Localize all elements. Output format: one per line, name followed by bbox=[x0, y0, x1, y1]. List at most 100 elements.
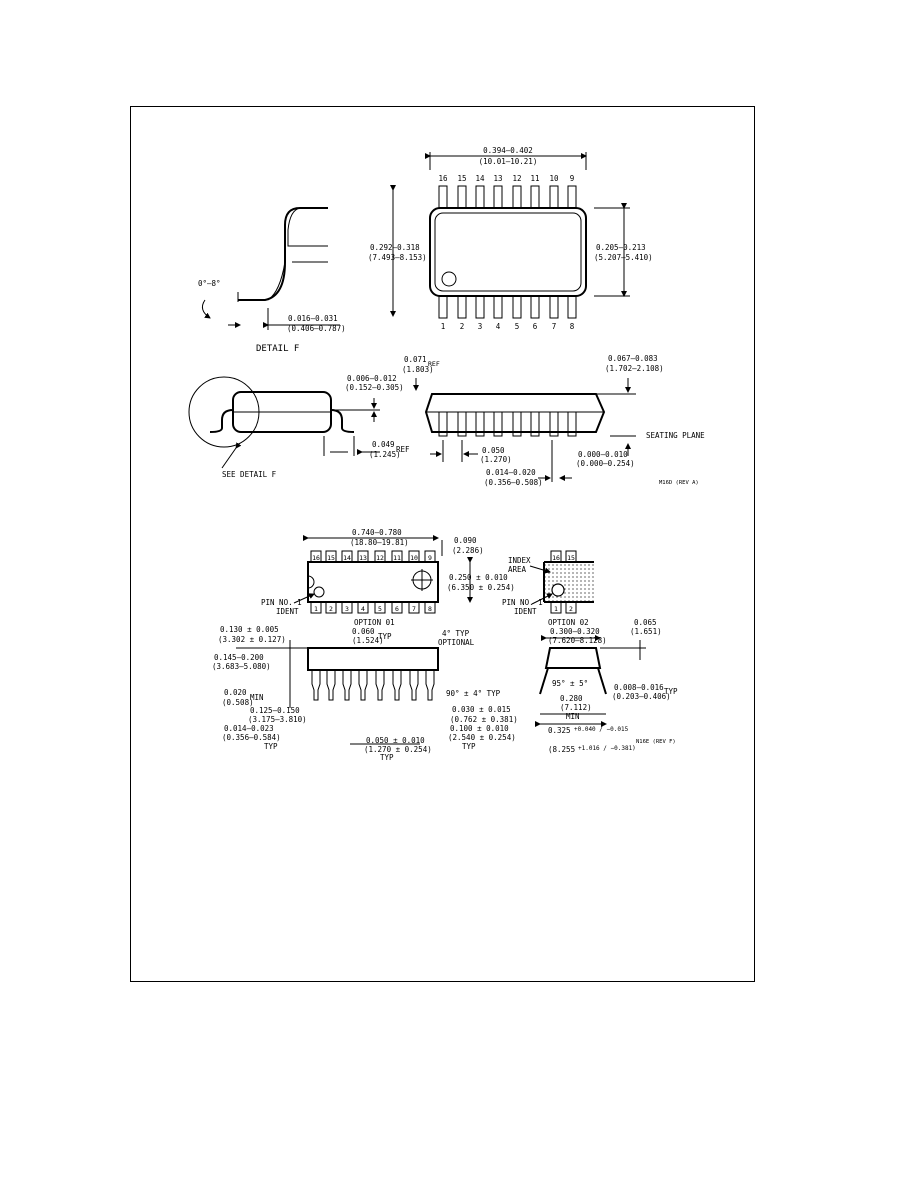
soic-lead-bottom bbox=[475, 295, 485, 319]
pin1-dot bbox=[441, 271, 457, 287]
min: MIN bbox=[250, 693, 264, 702]
detail-f: 0°–8° 0.016–0.031 (0.406–0.787) DETAIL F bbox=[198, 207, 346, 354]
angle-4: 4° TYP bbox=[442, 629, 470, 638]
dim-325-tol: +0.040 / −0.015 bbox=[574, 726, 629, 733]
soic-lead-bottom bbox=[567, 295, 577, 319]
dim-014: 0.014–0.023 bbox=[224, 724, 274, 733]
dim-125: 0.125–0.150 bbox=[250, 706, 300, 715]
opt2-pin-top bbox=[550, 550, 562, 563]
optional: OPTIONAL bbox=[438, 638, 475, 647]
dip-drawing-id: N16E (REV F) bbox=[636, 739, 676, 745]
dim-280: 0.280 bbox=[560, 694, 583, 703]
soic-lead-top bbox=[549, 185, 559, 209]
typ5: TYP bbox=[664, 687, 678, 696]
dim-pin: 0.014–0.020 bbox=[486, 468, 536, 477]
ref-label: REF bbox=[396, 445, 410, 454]
dim-angle: 0°–8° bbox=[198, 279, 221, 288]
dim-065-mm: (1.651) bbox=[630, 627, 662, 636]
dim-030-mm: (0.762 ± 0.381) bbox=[450, 715, 518, 724]
dip-side-lead bbox=[311, 670, 321, 701]
dim-pin-mm: (0.356–0.508) bbox=[484, 478, 543, 487]
dim-100: 0.100 ± 0.010 bbox=[450, 724, 509, 733]
see-detail: SEE DETAIL F bbox=[222, 470, 277, 479]
dip-side-lead bbox=[358, 670, 368, 701]
dip-pin-number: 4 bbox=[361, 605, 365, 613]
typ4: TYP bbox=[462, 742, 476, 751]
dim-050b: 0.050 ± 0.010 bbox=[366, 736, 425, 745]
typ3: TYP bbox=[380, 753, 394, 762]
dim-foot-mm: (1.245) bbox=[369, 450, 401, 459]
dip-pin-top bbox=[408, 550, 420, 563]
dim-071: 0.071 bbox=[404, 355, 427, 364]
dim-thk: 0.006–0.012 bbox=[347, 374, 397, 383]
dim-lead-mm: (0.406–0.787) bbox=[287, 324, 346, 333]
dim-len: 0.740–0.780 bbox=[352, 528, 402, 537]
soic-pin-number: 16 bbox=[438, 174, 448, 183]
dim-height: 0.067–0.083 bbox=[608, 354, 658, 363]
dim-100-mm: (2.540 ± 0.254) bbox=[448, 733, 516, 742]
min2: MIN bbox=[566, 712, 580, 721]
dim-125-mm: (3.175–3.810) bbox=[248, 715, 307, 724]
dim-050: 0.050 bbox=[482, 446, 505, 455]
dip-pin-top bbox=[341, 550, 353, 563]
soic-pin-number: 5 bbox=[515, 322, 520, 331]
dip-side-lead bbox=[409, 670, 419, 701]
soic-lead-top bbox=[493, 185, 503, 209]
soic-lead-top bbox=[457, 185, 467, 209]
dim-325-mm: (8.255 bbox=[548, 745, 575, 754]
dip-pin-bottom bbox=[310, 601, 322, 614]
soic-drawing-id: M16D (REV A) bbox=[659, 480, 699, 486]
dim-body-left-mm: (7.493–8.153) bbox=[368, 253, 427, 262]
soic-pin-number: 12 bbox=[512, 174, 521, 183]
dim-thk-mm: (0.152–0.305) bbox=[345, 383, 404, 392]
dip-pin-top bbox=[310, 550, 322, 563]
dip-side-lead bbox=[375, 670, 385, 701]
soic-pin-number: 9 bbox=[570, 174, 575, 183]
dip-pin-number: 6 bbox=[395, 605, 399, 613]
dip-pin-top bbox=[424, 550, 436, 563]
dim-width-mm: (10.01–10.21) bbox=[479, 157, 538, 166]
dip-pin-number: 2 bbox=[329, 605, 333, 613]
soic-pin-number: 3 bbox=[478, 322, 483, 331]
dim-020: 0.020 bbox=[224, 688, 247, 697]
dip-pin-number: 12 bbox=[376, 554, 384, 562]
soic-lead-top bbox=[475, 185, 485, 209]
soic-end-lead bbox=[475, 411, 485, 437]
dim-standoff: 0.000–0.010 bbox=[578, 450, 628, 459]
dim-standoff-mm: (0.000–0.254) bbox=[576, 459, 635, 468]
dip-pin-top bbox=[325, 550, 337, 563]
dim-130: 0.130 ± 0.005 bbox=[220, 625, 279, 634]
soic-pin-number: 11 bbox=[530, 174, 539, 183]
soic-end-lead bbox=[530, 411, 540, 437]
soic-pin-number: 13 bbox=[493, 174, 502, 183]
dim-body-right: 0.205–0.213 bbox=[596, 243, 646, 252]
dip-pin-number: 11 bbox=[393, 554, 401, 562]
detail-label: DETAIL F bbox=[256, 344, 299, 354]
dim-145: 0.145–0.200 bbox=[214, 653, 264, 662]
dim-020-mm: (0.508) bbox=[222, 698, 254, 707]
soic-pin-number: 2 bbox=[460, 322, 465, 331]
soic-end-lead bbox=[457, 411, 467, 437]
dim-050-mm: (1.270) bbox=[480, 455, 512, 464]
soic-lead-bottom bbox=[438, 295, 448, 319]
dim-300-mm: (7.620–8.128) bbox=[548, 636, 607, 645]
soic-lead-bottom bbox=[549, 295, 559, 319]
dim-060: 0.060 bbox=[352, 627, 375, 636]
soic-pin-number: 10 bbox=[549, 174, 559, 183]
dim-body-left: 0.292–0.318 bbox=[370, 243, 420, 252]
dip-pin-number: 13 bbox=[359, 554, 367, 562]
soic-lead-top bbox=[567, 185, 577, 209]
dim-250-mm: (6.350 ± 0.254) bbox=[447, 583, 515, 592]
soic-lead-bottom bbox=[512, 295, 522, 319]
soic-pin-number: 1 bbox=[441, 322, 446, 331]
dip-side-lead bbox=[326, 670, 336, 701]
soic-end-lead bbox=[549, 411, 559, 437]
dip-pin-top bbox=[374, 550, 386, 563]
ident2: IDENT bbox=[514, 607, 537, 616]
typ1: TYP bbox=[378, 632, 392, 641]
opt2-pin-number: 2 bbox=[569, 605, 573, 613]
dim-width: 0.394–0.402 bbox=[483, 146, 533, 155]
soic-end-view: 0.071 (1.803) REF 0.067–0.083 (1.702–2.1… bbox=[402, 354, 705, 487]
angle-95: 95° ± 5° bbox=[552, 679, 588, 688]
